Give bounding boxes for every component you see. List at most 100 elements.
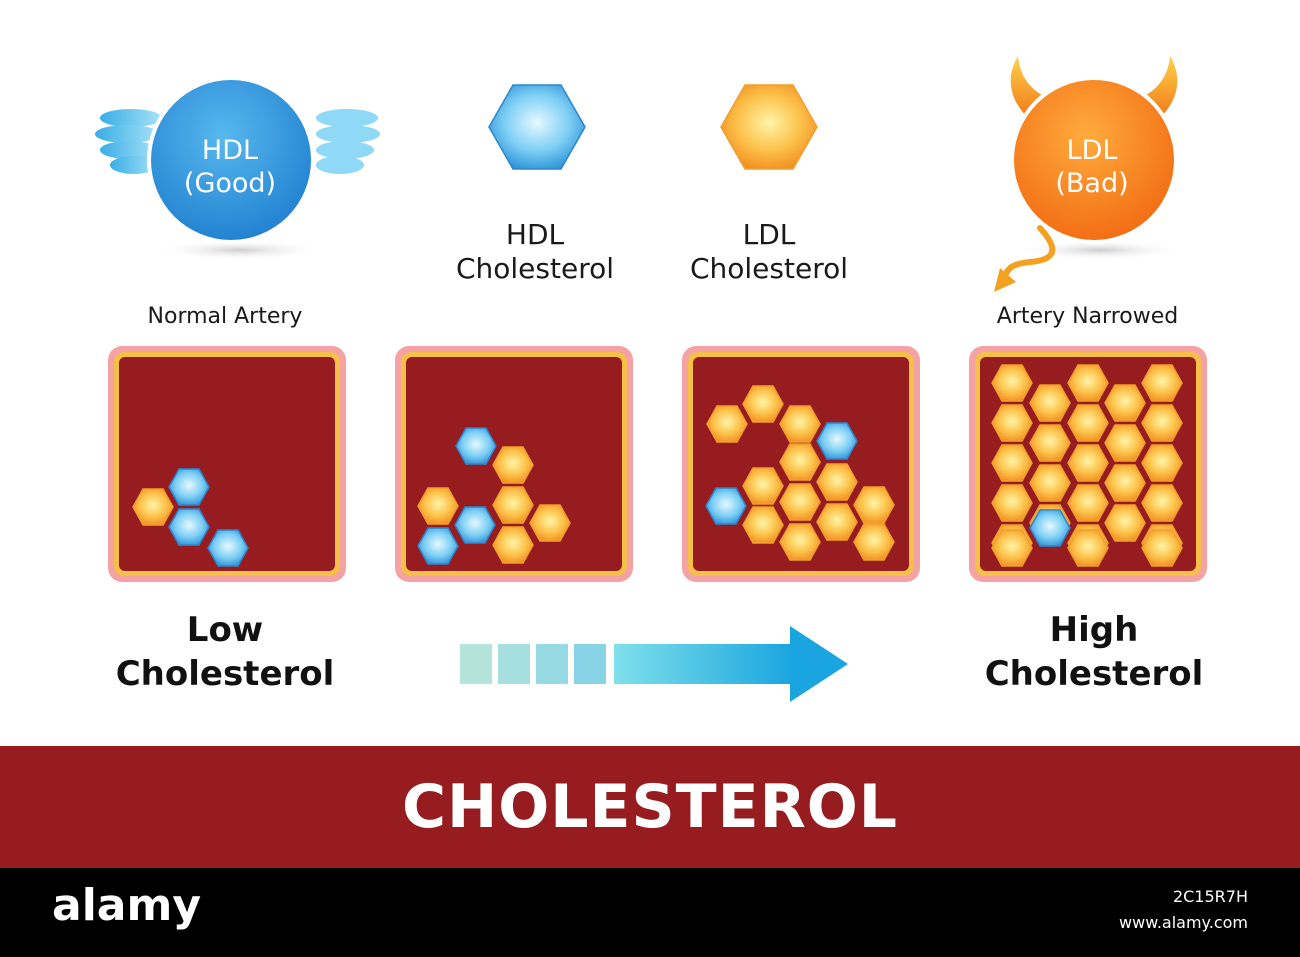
wing-feather [110,156,158,174]
ldl-deposit-hexagon [1067,444,1109,482]
footer-image-info: 2C15R7H www.alamy.com [1119,884,1248,936]
hdl-deposit-hexagon [454,506,496,544]
wing-feather [316,141,374,159]
ldl-deposit-hexagon [991,484,1033,522]
ldl-deposit-hexagon [779,405,821,443]
high-line2: Cholesterol [984,654,1204,694]
hdl-good-shadow [155,240,325,260]
ldl-deposit-hexagon [417,487,459,525]
ldl-deposit-hexagon [1104,424,1146,462]
banner-title: CHOLESTEROL [401,772,899,842]
ldl-deposit-hexagon [742,385,784,423]
hdl-deposit-hexagon [168,468,210,506]
arrow-shaft [614,644,792,684]
ldl-deposit-hexagon [492,526,534,564]
hdl-deposit-hexagon [705,487,747,525]
ldl-deposit-hexagon [1141,364,1183,402]
ldl-deposit-hexagon [1141,404,1183,442]
ldl-deposit-hexagon [1067,404,1109,442]
ldl-cholesterol-icon [720,84,818,170]
artery-stage-4 [969,346,1207,582]
devil-tail-icon [999,225,1056,285]
ldl-cholesterol-line1: LDL [742,218,796,251]
ldl-deposit-hexagon [816,503,858,541]
wing-feather [100,109,162,127]
ldl-deposit-hexagon [779,443,821,481]
progress-arrow-icon [460,626,848,702]
ldl-deposit-hexagon [132,488,174,526]
low-line1: Low [186,610,264,650]
tail-tip-icon [994,268,1016,292]
ldl-deposit-hexagon [706,405,748,443]
hdl-deposit-hexagon [455,427,497,465]
ldl-bad-ball [1014,80,1174,240]
hdl-deposit-hexagon [417,527,459,565]
artery-narrowed-label: Artery Narrowed [996,304,1179,329]
ldl-deposit-hexagon [1067,484,1109,522]
arrow-segment [498,644,530,684]
ldl-deposit-hexagon [853,486,895,524]
high-line1: High [1049,610,1139,650]
arrow-head [790,626,848,702]
hdl-cholesterol-legend: HDL Cholesterol [420,218,650,286]
ldl-deposit-hexagon [742,506,784,544]
ldl-bad-line1: LDL [1066,135,1118,166]
title-banner: CHOLESTEROL [0,746,1300,868]
ldl-deposit-hexagon [779,483,821,521]
site-url: www.alamy.com [1119,913,1248,932]
hdl-cholesterol-icon [488,84,586,170]
footer-bar: alamy 2C15R7H www.alamy.com [0,868,1300,957]
ldl-deposit-hexagon [492,446,534,484]
ldl-bad-label: LDL (Bad) [1012,134,1172,200]
artery-lumen [119,357,335,571]
ldl-deposit-hexagon [853,523,895,561]
ldl-bad-particle [994,56,1185,292]
ldl-cholesterol-line2: Cholesterol [689,252,849,285]
hdl-good-line2: (Good) [183,168,277,199]
hdl-good-ball [151,80,311,240]
ldl-deposit-hexagon [1141,529,1183,567]
ldl-deposit-hexagon [1029,424,1071,462]
hdl-good-particle [95,76,380,260]
hdl-deposit-hexagon [207,529,249,567]
ldl-deposit-hexagon [1141,444,1183,482]
hdl-good-line1: HDL [201,135,259,166]
ldl-deposit-hexagon [991,444,1033,482]
hdl-cholesterol-line2: Cholesterol [455,252,615,285]
ldl-deposit-hexagon [816,463,858,501]
ldl-deposit-hexagon [1141,484,1183,522]
ldl-deposit-hexagon [529,504,571,542]
wing-feather [316,156,364,174]
ldl-bad-shadow [1015,240,1185,260]
artery-stage-3 [682,346,920,582]
hdl-deposit-hexagon [1029,509,1071,547]
ldl-deposit-hexagon [991,364,1033,402]
wing-feather [95,125,159,143]
ldl-deposit-hexagon [1067,364,1109,402]
image-id: 2C15R7H [1172,887,1248,906]
hdl-cholesterol-line1: HDL [505,218,565,251]
ldl-deposit-hexagon [991,404,1033,442]
wing-feather [316,109,378,127]
wing-feather [100,141,158,159]
high-cholesterol-label: High Cholesterol [960,608,1228,696]
hdl-deposit-hexagon [168,508,210,546]
hdl-deposit-hexagon [816,422,858,460]
low-line2: Cholesterol [115,654,335,694]
ldl-deposit-hexagon [1029,464,1071,502]
ldl-deposit-hexagon [1104,384,1146,422]
ldl-deposit-hexagon [1104,464,1146,502]
ldl-deposit-hexagon [1104,504,1146,542]
ldl-deposit-hexagon [492,486,534,524]
ldl-bad-line2: (Bad) [1055,168,1129,199]
artery-stage-2 [395,346,633,582]
artery-stage-1 [108,346,346,582]
arrow-segment [536,644,568,684]
wing-feather [316,125,380,143]
right-wing-icon [316,109,380,174]
ldl-deposit-hexagon [742,467,784,505]
arrow-segment [574,644,606,684]
hdl-good-label: HDL (Good) [150,134,310,200]
ldl-deposit-hexagon [1067,529,1109,567]
